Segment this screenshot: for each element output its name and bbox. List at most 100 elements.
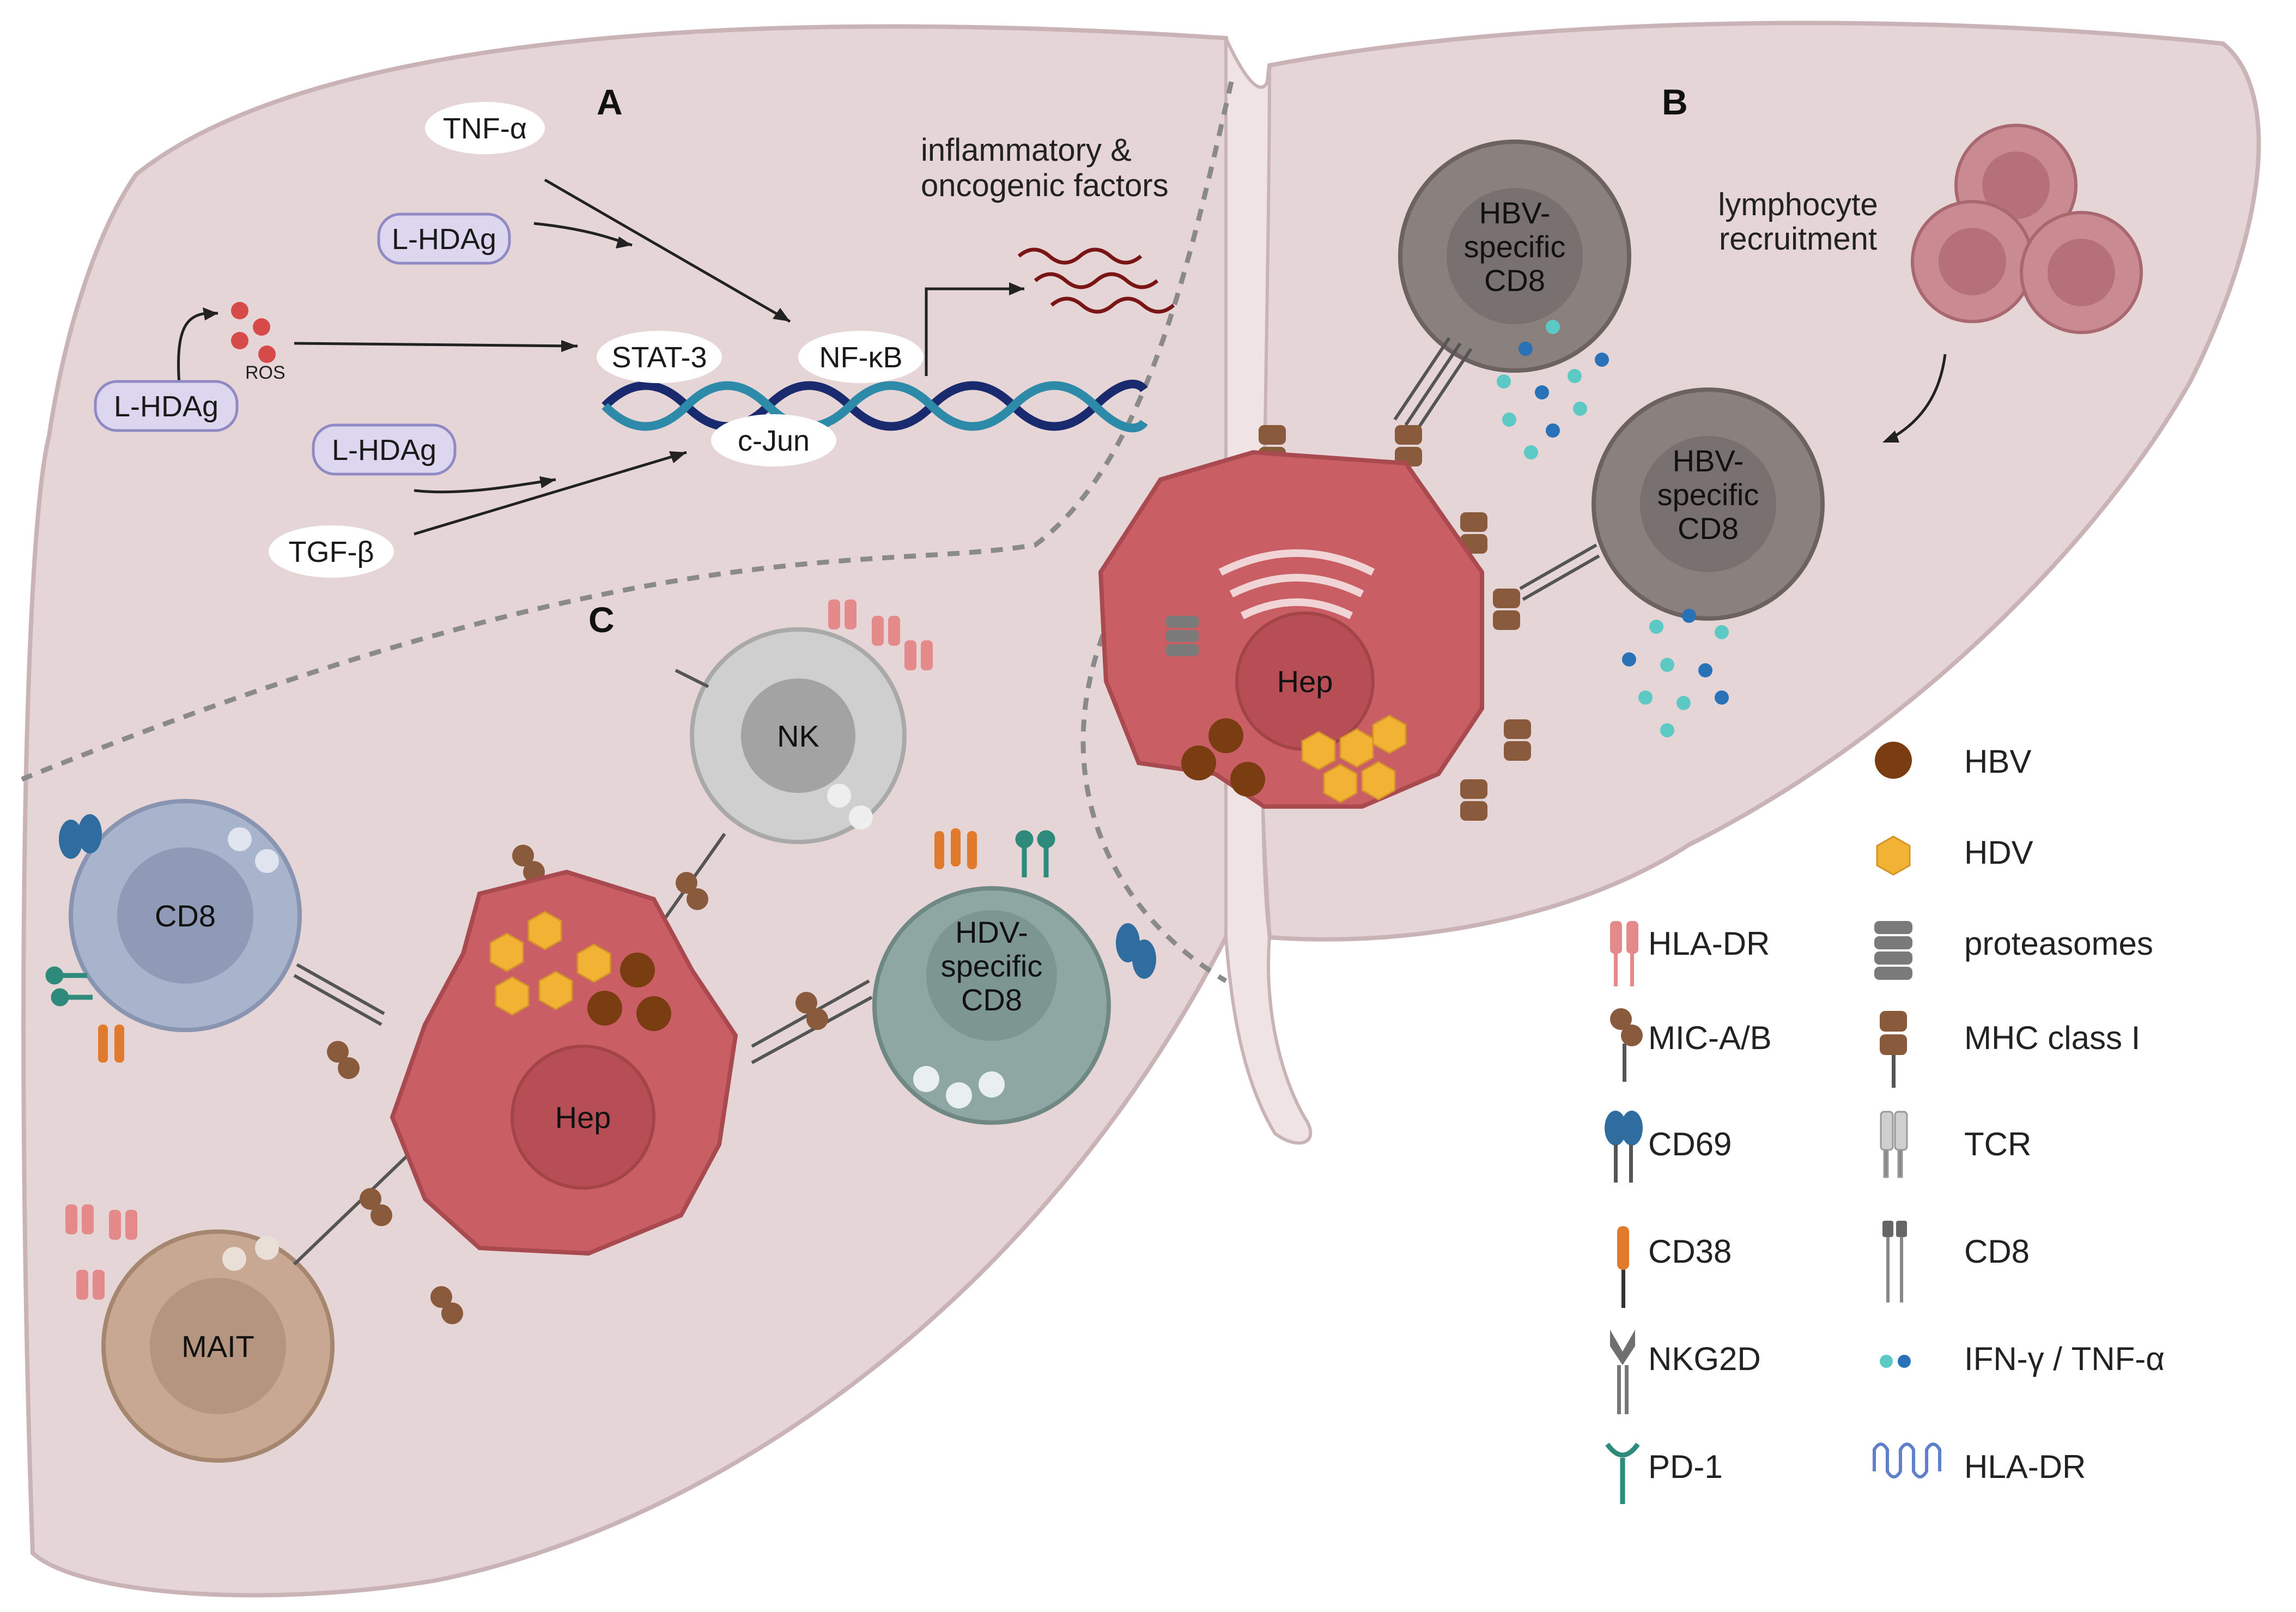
legend-label-hla-dr-2: HLA-DR — [1964, 1449, 2086, 1485]
legend: HLA-DR MIC-A/B CD69 CD38 NKG2D PD-1 — [1605, 742, 2165, 1504]
hla-dr-markers-c — [65, 599, 933, 1300]
panel-b-hbv-response: lymphocyte recruitment HBV- specific CD8… — [1098, 124, 2143, 821]
cytokine-cluster-right — [1622, 609, 1729, 737]
hdv-cd8-line1: HDV- — [955, 915, 1028, 949]
hbv-cd8-cell-top: HBV- specific CD8 — [1398, 140, 1631, 373]
cd38-markers-c — [98, 828, 977, 1063]
panel-c-hdv-response: NK CD8 HDV- specific CD8 MAIT — [45, 599, 1156, 1463]
hbv-cd8-right-line2: specific — [1657, 477, 1759, 512]
legend-label-hbv: HBV — [1964, 743, 2031, 780]
lhdag-box-2 — [94, 380, 239, 432]
arrow-tgf-cjun — [414, 451, 687, 536]
cjun-label: c-Jun — [738, 425, 810, 457]
panel-a-signaling: ROS inflammatory & oncogenic factors TNF… — [94, 102, 1175, 578]
recruit-arrow — [1884, 354, 1947, 443]
liver-ligament — [1224, 37, 1313, 1145]
recruit-label-line2: recruitment — [1719, 221, 1877, 257]
legend-label-pd1: PD-1 — [1648, 1449, 1723, 1485]
legend-label-mhc-class-i: MHC class I — [1964, 1020, 2140, 1056]
cd8-label: CD8 — [155, 899, 216, 933]
legend-icon-cd8 — [1882, 1221, 1907, 1302]
lhdag-label-2: L-HDAg — [114, 390, 218, 423]
arrow-nfkb-factors — [925, 287, 1024, 376]
cd8-cell: CD8 — [69, 799, 302, 1032]
recruited-lymphocytes — [1911, 124, 2143, 334]
arrow-lhdag-cjun — [414, 478, 556, 494]
panel-label-c: C — [588, 599, 615, 640]
legend-icon-hdv — [1876, 835, 1911, 876]
hepatocyte-b: Hep — [1098, 450, 1484, 809]
legend-icon-nkg2d — [1610, 1330, 1635, 1414]
legend-icon-hla-dr-coil — [1873, 1443, 1941, 1478]
legend-label-cd38: CD38 — [1648, 1233, 1732, 1270]
arrow-ros-stat3 — [294, 342, 578, 348]
cd69-markers-c — [59, 814, 1156, 979]
legend-label-nkg2d: NKG2D — [1648, 1341, 1761, 1377]
tgf-label: TGF-β — [288, 536, 374, 568]
legend-icon-cd69 — [1605, 1111, 1643, 1183]
legend-icon-mhc-class-i — [1880, 1011, 1907, 1088]
hbv-cd8-top-line2: specific — [1464, 229, 1566, 264]
hbv-particles-c — [587, 953, 671, 1031]
hep-b-label: Hep — [1277, 664, 1333, 699]
hdv-cd8-cell: HDV- specific CD8 — [872, 886, 1111, 1125]
legend-label-hla-dr-1: HLA-DR — [1648, 925, 1770, 962]
nfkb-label: NF-κB — [819, 341, 903, 374]
legend-label-cd69: CD69 — [1648, 1126, 1732, 1162]
panel-label-b: B — [1662, 82, 1688, 122]
legend-label-tcr: TCR — [1964, 1126, 2031, 1162]
tgf-pill — [269, 525, 394, 578]
hdv-cd8-line2: specific — [941, 949, 1043, 983]
divider-a-b — [21, 81, 1234, 782]
mait-cell: MAIT — [101, 1229, 335, 1463]
hdv-particles-b — [1301, 714, 1407, 803]
legend-icon-mic-ab — [1610, 1008, 1643, 1082]
hbv-cd8-top-line3: CD8 — [1484, 263, 1545, 298]
factors-label-line2: oncogenic factors — [921, 168, 1169, 203]
factors-label-line1: inflammatory & — [921, 132, 1132, 168]
recruit-label-line1: lymphocyte — [1718, 187, 1878, 222]
tnf-pill — [425, 102, 545, 154]
legend-label-hdv: HDV — [1964, 834, 2033, 871]
hbv-particles-b — [1181, 718, 1265, 797]
panel-label-a: A — [597, 82, 623, 122]
hbv-tcr-contacts — [1393, 337, 1600, 601]
legend-icon-ifn-tnf — [1880, 1355, 1911, 1368]
hbv-cd8-right-line1: HBV- — [1673, 444, 1744, 478]
hbv-cd8-cell-right: HBV- specific CD8 — [1592, 387, 1825, 621]
nk-cell: NK — [690, 627, 907, 844]
pd1-markers-c — [45, 830, 1055, 1007]
legend-icon-proteasome — [1874, 921, 1912, 980]
tnf-label: TNF-α — [443, 112, 527, 145]
lhdag-label-3: L-HDAg — [332, 434, 436, 466]
nfkb-pill — [798, 331, 924, 383]
lhdag-box-3 — [312, 423, 457, 476]
ros-label: ROS — [245, 362, 286, 383]
mrna-waves — [1017, 247, 1175, 314]
hep-c-label: Hep — [555, 1100, 611, 1135]
legend-label-proteasomes: proteasomes — [1964, 925, 2153, 962]
nk-label: NK — [777, 719, 819, 753]
stat3-label: STAT-3 — [611, 341, 707, 374]
hdv-particles-c — [489, 911, 611, 1016]
legend-icon-hbv — [1875, 742, 1912, 779]
ros-dots — [231, 302, 276, 363]
legend-label-mic-ab: MIC-A/B — [1648, 1020, 1772, 1056]
proteasome-b — [1166, 616, 1199, 656]
legend-icon-hla-dr — [1610, 921, 1638, 986]
hbv-cd8-top-line1: HBV- — [1479, 196, 1551, 230]
mait-label: MAIT — [181, 1329, 254, 1363]
mhc-class-i-markers-b — [1259, 425, 1531, 821]
cytokine-cluster-top — [1497, 320, 1609, 459]
lhdag-label-1: L-HDAg — [392, 223, 496, 256]
arrow-tnf-nfkb — [544, 178, 791, 323]
mic-ab-markers — [327, 845, 828, 1324]
legend-icon-cd38 — [1617, 1226, 1629, 1308]
legend-label-cd8: CD8 — [1964, 1233, 2030, 1270]
lhdag-box-1 — [377, 213, 511, 265]
dna-helix — [602, 379, 1148, 433]
stat3-pill — [597, 331, 722, 383]
legend-icon-tcr — [1880, 1111, 1908, 1178]
